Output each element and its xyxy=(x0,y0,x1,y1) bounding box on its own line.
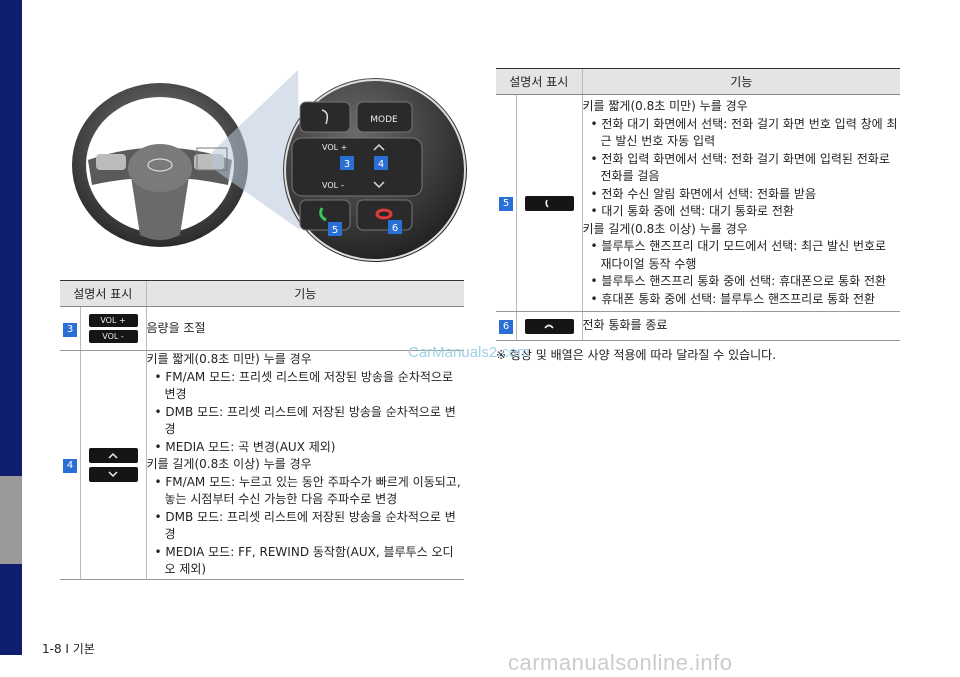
function-column-header: 기능 xyxy=(145,280,464,307)
list-item: 대기 통화 중에 선택: 대기 통화로 전환 xyxy=(583,203,901,221)
list-item: MEDIA 모드: 곡 변경(AUX 제외) xyxy=(147,439,465,457)
vol-down-label: VOL – xyxy=(322,181,345,190)
display-column-header: 설명서 표시 xyxy=(60,280,146,307)
list-item: 휴대폰 통화 중에 선택: 블루투스 핸즈프리로 통화 전환 xyxy=(583,291,901,309)
list-item: DMB 모드: 프리셋 리스트에 저장된 방송을 순차적으로 변경 xyxy=(147,404,465,439)
chevron-down-icon xyxy=(88,466,138,482)
list-item: 전화 입력 화면에서 선택: 전화 걸기 화면에 입력된 전화로 전화를 걸음 xyxy=(583,151,901,186)
list-item: 블루투스 핸즈프리 대기 모드에서 선택: 최근 발신 번호로 재다이얼 동작 … xyxy=(583,238,901,273)
short-press-heading: 키를 짧게(0.8초 미만) 누를 경우 xyxy=(582,99,748,113)
steering-wheel-illustration: MODE VOL + VOL – 3 4 5 6 xyxy=(72,70,467,262)
svg-text:3: 3 xyxy=(344,159,350,170)
long-press-heading: 키를 길게(0.8초 이상) 누를 경우 xyxy=(146,457,312,471)
sidebar-tab xyxy=(0,476,22,564)
row-description: 키를 짧게(0.8초 미만) 누를 경우 FM/AM 모드: 프리셋 리스트에 … xyxy=(145,350,465,580)
row-number: 5 xyxy=(499,197,513,211)
row-description: 키를 짧게(0.8초 미만) 누를 경우 전화 대기 화면에서 선택: 전화 걸… xyxy=(581,94,901,312)
row-number: 4 xyxy=(63,458,77,473)
right-spec-table: 설명서 표시 기능 5 키를 짧게(0.8초 미만) 누를 경우 전화 대기 화… xyxy=(496,68,900,341)
footnote: ※ 형상 및 배열은 사양 적용에 따라 달라질 수 있습니다. xyxy=(496,348,777,362)
mode-button-label: MODE xyxy=(370,115,398,125)
list-item: FM/AM 모드: 프리셋 리스트에 저장된 방송을 순차적으로 변경 xyxy=(147,369,465,404)
wheel xyxy=(72,83,248,247)
svg-text:4: 4 xyxy=(378,159,384,170)
vol-up-label: VOL + xyxy=(322,143,347,152)
left-spec-table: 설명서 표시 기능 3 VOL + VOL - 음량을 조절 4 키를 짧게(0… xyxy=(60,280,464,580)
svg-text:6: 6 xyxy=(392,223,398,234)
table-row: 4 키를 짧게(0.8초 미만) 누를 경우 FM/AM 모드: 프리셋 리스트… xyxy=(60,350,465,580)
vol-up-key: VOL + xyxy=(88,314,138,327)
chevron-up-icon xyxy=(88,447,138,463)
end-call-icon xyxy=(524,318,574,334)
short-press-heading: 키를 짧게(0.8초 미만) 누를 경우 xyxy=(146,352,312,366)
watermark-top: CarManuals2.com xyxy=(408,344,530,361)
list-item: 전화 대기 화면에서 선택: 전화 걸기 화면 번호 입력 창에 최근 발신 번… xyxy=(583,116,901,151)
table-row: 3 VOL + VOL - 음량을 조절 xyxy=(60,306,464,351)
row-number: 3 xyxy=(63,322,77,337)
list-item: MEDIA 모드: FF, REWIND 동작함(AUX, 블루투스 오디오 제… xyxy=(147,544,465,579)
row-description: 음량을 조절 xyxy=(145,306,464,351)
list-item: FM/AM 모드: 누르고 있는 동안 주파수가 빠르게 이동되고, 놓는 시점… xyxy=(147,474,465,509)
function-column-header: 기능 xyxy=(581,68,900,95)
list-item: 블루투스 핸즈프리 통화 중에 선택: 휴대폰으로 통화 전환 xyxy=(583,273,901,291)
display-column-header: 설명서 표시 xyxy=(496,68,582,95)
row-number: 6 xyxy=(499,320,513,334)
sidebar-band xyxy=(0,0,22,655)
table-row: 5 키를 짧게(0.8초 미만) 누를 경우 전화 대기 화면에서 선택: 전화… xyxy=(496,94,901,312)
watermark-bottom: carmanualsonline.info xyxy=(508,650,733,675)
list-item: DMB 모드: 프리셋 리스트에 저장된 방송을 순차적으로 변경 xyxy=(147,509,465,544)
table-row: 6 전화 통화를 종료 xyxy=(496,311,900,341)
zoom-detail: MODE VOL + VOL – 3 4 5 6 xyxy=(283,78,467,262)
long-press-heading: 키를 길게(0.8초 이상) 누를 경우 xyxy=(582,221,748,236)
svg-text:5: 5 xyxy=(332,225,338,236)
vol-down-key: VOL - xyxy=(88,330,138,343)
list-item: 전화 수신 알림 화면에서 선택: 전화를 받음 xyxy=(583,186,901,204)
page-footer: 1-8 I 기본 xyxy=(42,642,95,656)
call-icon xyxy=(524,195,574,211)
row-description: 전화 통화를 종료 xyxy=(581,311,900,341)
